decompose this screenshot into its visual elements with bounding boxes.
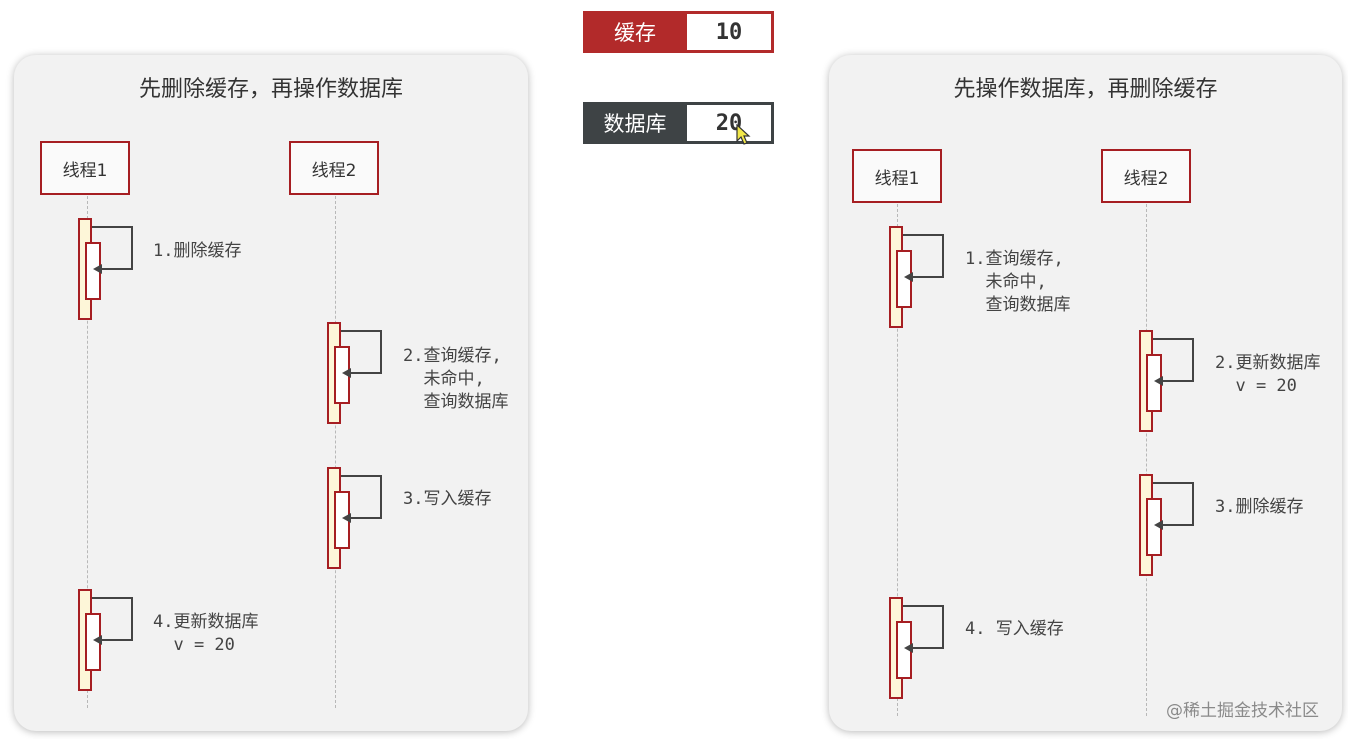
step-2-text: 2.更新数据库 v = 20 (1215, 353, 1321, 396)
database-legend: 数据库 20 (583, 102, 774, 144)
right-sequence-panel: 先操作数据库，再删除缓存 线程1 线程2 1.查询缓存, 未命中, 查询数据库 … (829, 55, 1342, 731)
self-call-arrow (341, 330, 382, 378)
thread2-box: 线程2 (1101, 149, 1191, 203)
panel-title: 先操作数据库，再删除缓存 (953, 77, 1218, 102)
database-value: 20 (687, 105, 771, 141)
cache-legend: 缓存 10 (583, 11, 774, 53)
self-call-arrow (92, 226, 133, 274)
database-label: 数据库 (603, 112, 667, 136)
thread1-box: 线程1 (40, 141, 130, 195)
step-4-text: 4. 写入缓存 (965, 619, 1064, 639)
step-4-text: 4.更新数据库 v = 20 (153, 612, 259, 655)
mouse-cursor-icon (736, 124, 751, 145)
panel-title: 先删除缓存，再操作数据库 (138, 77, 403, 102)
thread1-box: 线程1 (852, 149, 942, 203)
thread1-lifeline (87, 196, 88, 708)
step-3-text: 3.删除缓存 (1215, 497, 1304, 517)
self-call-arrow (903, 234, 944, 282)
self-call-arrow (1153, 338, 1194, 386)
step-1-text: 1.查询缓存, 未命中, 查询数据库 (965, 249, 1071, 315)
thread1-lifeline (897, 204, 898, 716)
thread2-box: 线程2 (289, 141, 379, 195)
thread2-lifeline (335, 196, 336, 708)
self-call-arrow (903, 605, 944, 653)
self-call-arrow (1153, 482, 1194, 530)
left-sequence-panel: 先删除缓存，再操作数据库 线程1 线程2 1.删除缓存 2.查询缓存, 未命中,… (14, 55, 528, 731)
step-3-text: 3.写入缓存 (403, 489, 492, 509)
step-2-text: 2.查询缓存, 未命中, 查询数据库 (403, 346, 509, 412)
thread2-lifeline (1146, 204, 1147, 716)
step-1-text: 1.删除缓存 (153, 241, 242, 261)
self-call-arrow (92, 597, 133, 645)
cache-value: 10 (687, 14, 771, 50)
self-call-arrow (341, 475, 382, 523)
watermark-text: @稀土掘金技术社区 (1166, 701, 1319, 721)
cache-label: 缓存 (614, 21, 656, 45)
